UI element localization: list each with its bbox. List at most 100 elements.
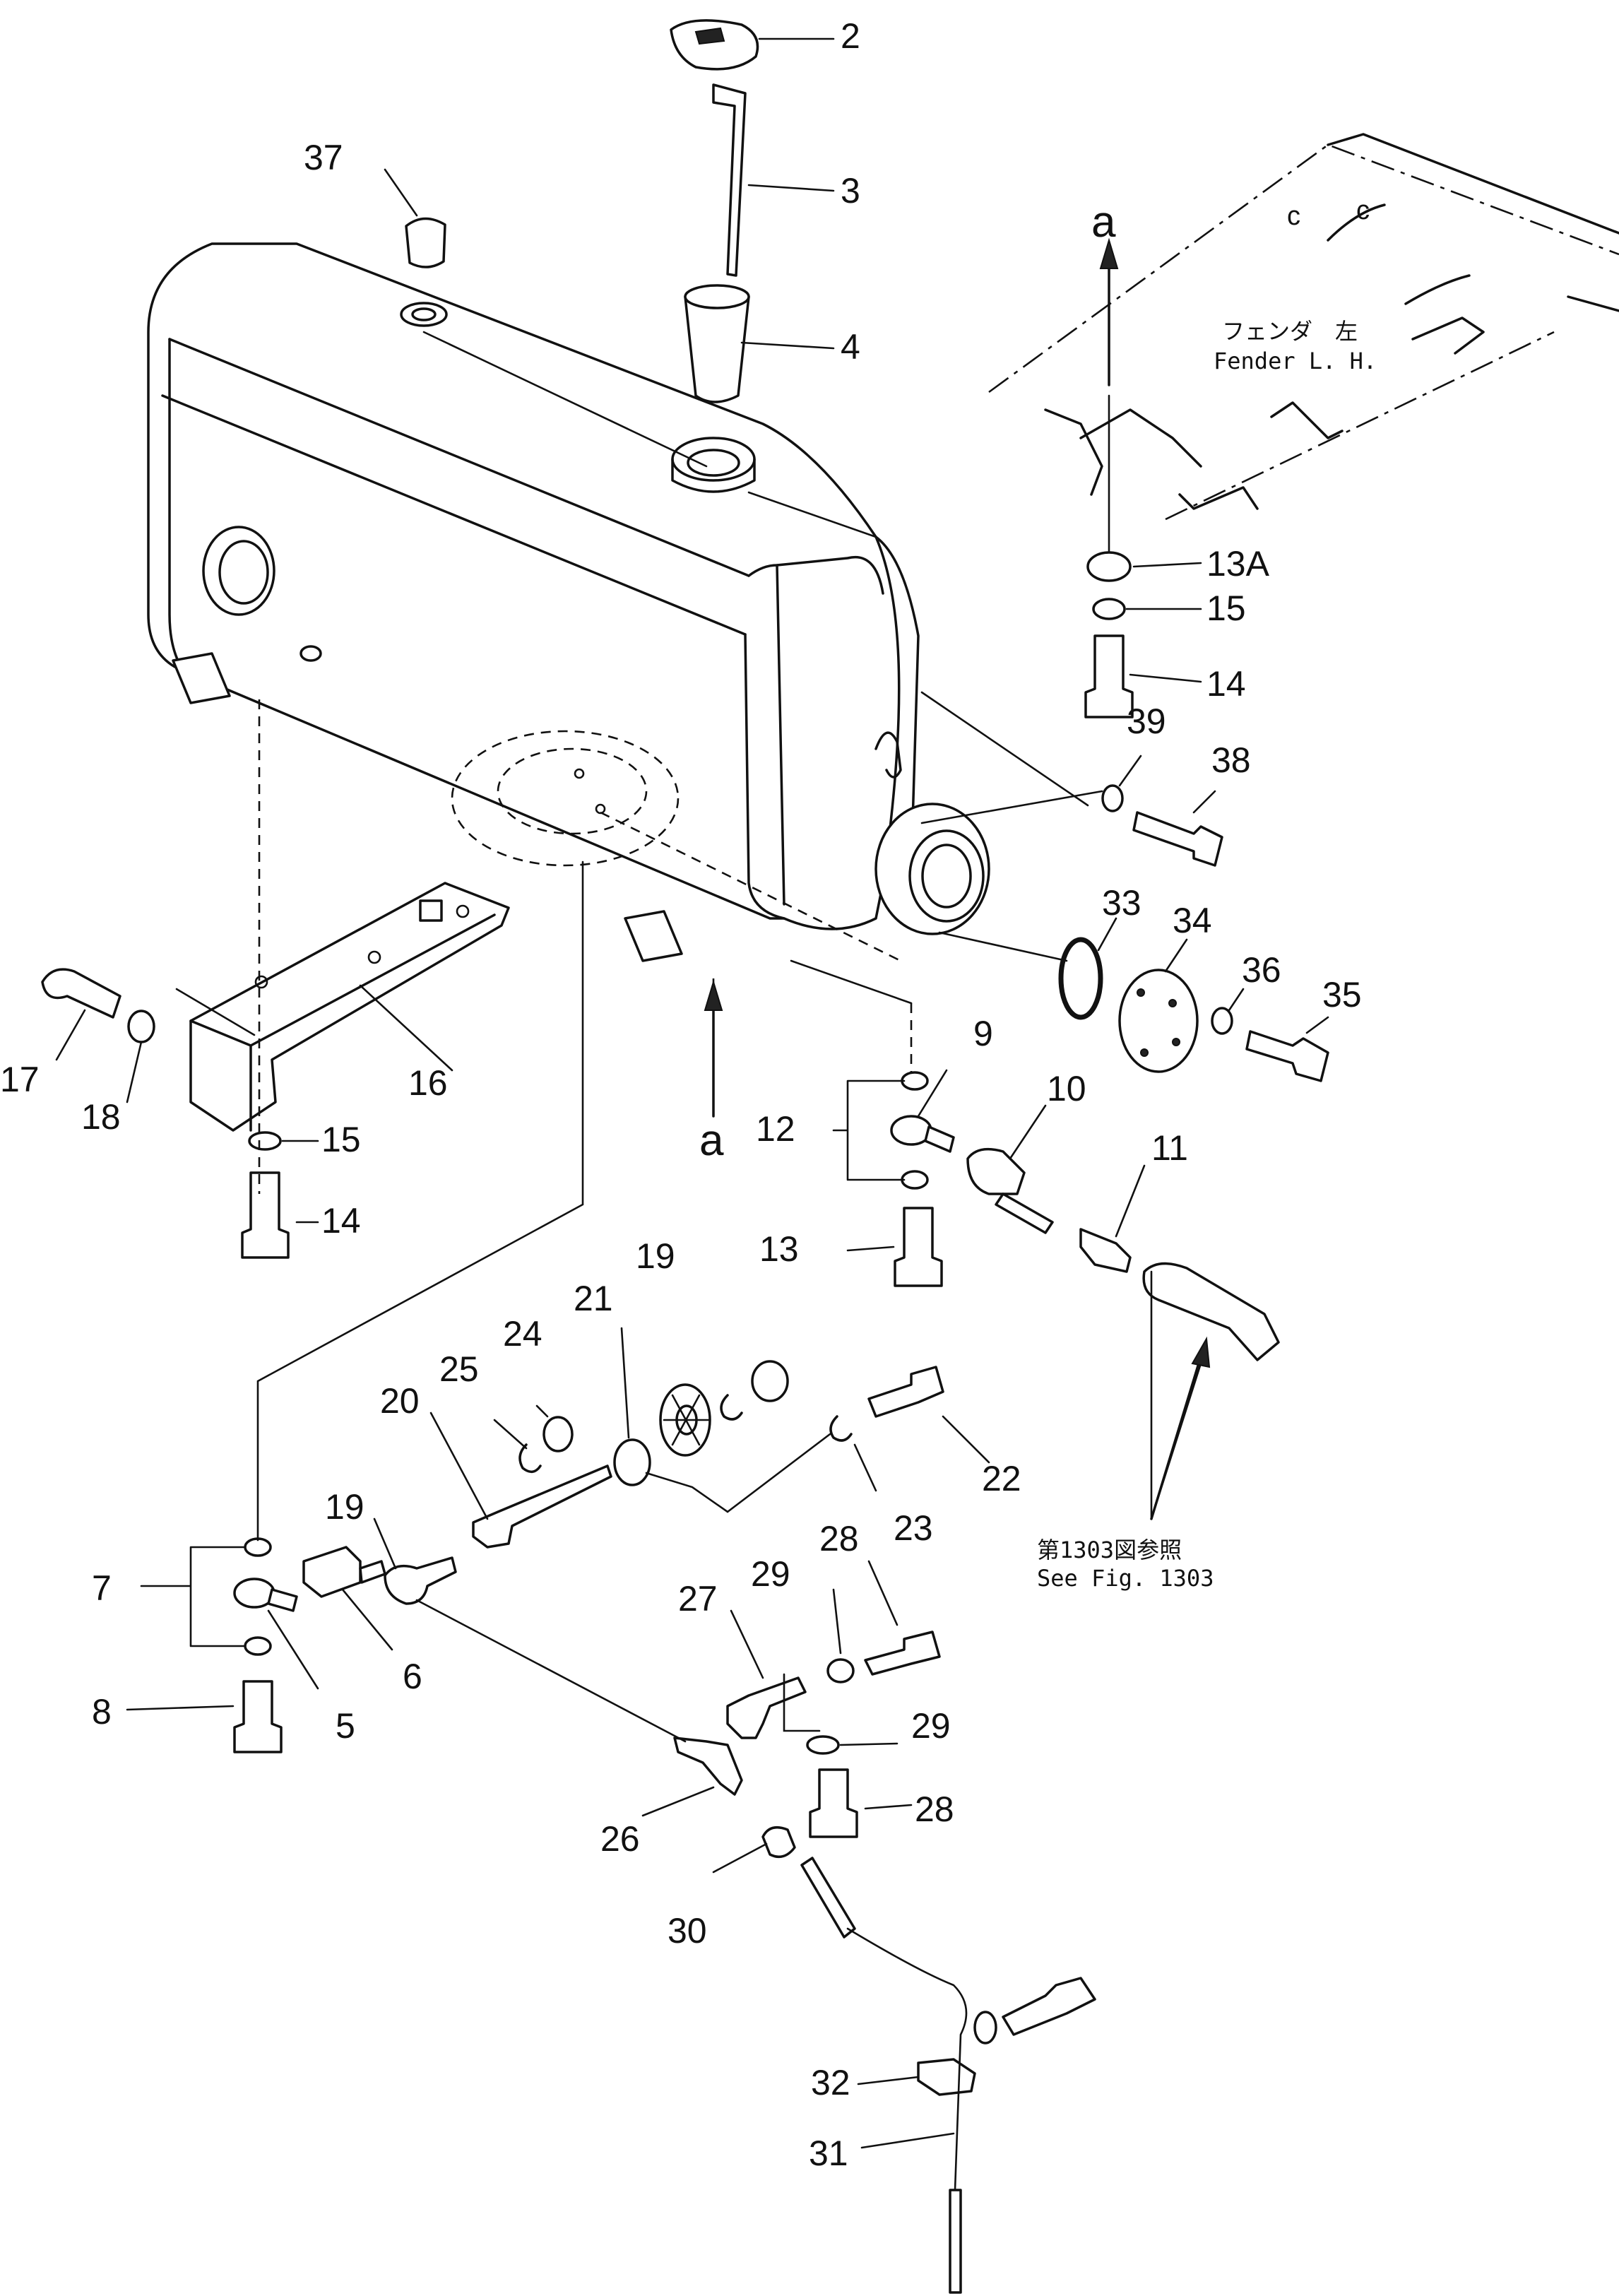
- nut-19a: [751, 1360, 789, 1402]
- callout-34: 34: [1173, 901, 1212, 940]
- callout-29a: 29: [751, 1554, 790, 1594]
- callout-35: 35: [1322, 975, 1362, 1014]
- callout-15b: 15: [321, 1120, 361, 1159]
- callout-22: 22: [982, 1459, 1021, 1498]
- level-gauge: [712, 83, 747, 277]
- washer-side: [973, 2011, 997, 2044]
- callout-3: 3: [841, 171, 860, 211]
- o-ring-7b: [244, 1636, 272, 1656]
- fig-ref-jp: 第1303図参照: [1037, 1537, 1182, 1563]
- callout-19b: 19: [325, 1487, 364, 1527]
- clip-32: [917, 2058, 976, 2096]
- callout-32: 32: [811, 2063, 850, 2102]
- bolt-35: [1245, 1030, 1329, 1082]
- strainer: [684, 284, 750, 403]
- o-ring-33: [1058, 937, 1103, 1020]
- rod-31: [949, 2189, 962, 2294]
- fender-label-en: Fender L. H.: [1214, 348, 1377, 374]
- washer-13a: [1086, 551, 1132, 582]
- fender-lh: c c: [988, 133, 1619, 521]
- figure-reference-caption: 第1303図参照 See Fig. 1303: [1037, 1537, 1214, 1592]
- callout-37: 37: [304, 138, 343, 177]
- callout-20: 20: [380, 1381, 420, 1421]
- elbow-11: [1079, 1228, 1132, 1273]
- callout-6: 6: [403, 1657, 422, 1696]
- callout-19a: 19: [636, 1236, 675, 1276]
- callout-13: 13: [759, 1229, 799, 1269]
- clamp-30: [761, 1825, 796, 1859]
- washer-18: [127, 1010, 155, 1043]
- disc-21: [613, 1438, 651, 1486]
- callout-23: 23: [894, 1508, 933, 1548]
- washer-15a: [1092, 598, 1126, 620]
- fuel-tank: [147, 242, 990, 962]
- bolt-14a: [1084, 634, 1134, 718]
- callout-21: 21: [574, 1279, 613, 1318]
- ref-marker-top: a: [1091, 198, 1116, 247]
- o-ring-12a: [901, 1071, 929, 1091]
- callout-30: 30: [668, 1911, 707, 1951]
- bracket: [189, 882, 510, 1132]
- fig-ref-en: See Fig. 1303: [1037, 1565, 1214, 1592]
- callout-24: 24: [503, 1314, 542, 1354]
- callout-36: 36: [1242, 950, 1281, 990]
- leader-lines: [55, 37, 1329, 2191]
- callout-28a: 28: [819, 1519, 859, 1558]
- callout-18: 18: [81, 1097, 121, 1137]
- washer-39: [1101, 784, 1124, 812]
- callout-14b: 14: [321, 1201, 361, 1241]
- callout-28b: 28: [915, 1789, 954, 1829]
- clip-25: [518, 1443, 542, 1473]
- arrow-fig-ref: [1150, 1336, 1211, 1520]
- washer-29b: [806, 1735, 840, 1755]
- bolt-38: [1132, 811, 1223, 867]
- callout-5: 5: [336, 1706, 355, 1746]
- clip-19a: [720, 1394, 743, 1421]
- elbow-26: [673, 1736, 743, 1796]
- clip-23: [829, 1415, 853, 1442]
- bolt-28b: [809, 1768, 858, 1838]
- bolt-8: [233, 1680, 283, 1753]
- washer-36: [1211, 1007, 1233, 1035]
- bracket-27: [726, 1676, 807, 1739]
- callout-17: 17: [0, 1060, 40, 1099]
- callout-13a: 13A: [1206, 544, 1270, 584]
- arrow-bottom: [704, 979, 723, 1118]
- rod-upper: [800, 1857, 856, 1939]
- callout-10: 10: [1047, 1069, 1086, 1108]
- o-ring-12b: [901, 1170, 929, 1190]
- callout-labels: 2 3 4 37 13A 15 14 39 38 33 34 36 35 9 1…: [0, 16, 1362, 2173]
- lever-20: [472, 1464, 612, 1549]
- fender-caption: フェンダ 左 Fender L. H.: [1214, 318, 1377, 374]
- filler-cap: [670, 19, 759, 71]
- drain-valve-10: [966, 1147, 1054, 1234]
- bolt-17: [41, 968, 121, 1019]
- callout-7: 7: [92, 1568, 112, 1608]
- wheel-19: [659, 1383, 711, 1457]
- banjo-5: [233, 1578, 298, 1612]
- o-ring-7a: [244, 1537, 272, 1557]
- block-6: [302, 1546, 386, 1598]
- bolt-22: [867, 1366, 944, 1418]
- callout-11: 11: [1151, 1128, 1188, 1168]
- ref-marker-bottom: a: [699, 1116, 724, 1165]
- callout-15a: 15: [1206, 588, 1246, 628]
- bolt-14b: [241, 1171, 290, 1259]
- callout-9: 9: [973, 1014, 993, 1053]
- callout-33: 33: [1102, 883, 1141, 923]
- callout-8: 8: [92, 1692, 112, 1732]
- washer-15b: [248, 1131, 282, 1151]
- swivel-19b: [384, 1556, 457, 1605]
- bolt-28a: [864, 1631, 941, 1676]
- callout-39: 39: [1127, 702, 1166, 741]
- callout-12: 12: [756, 1109, 795, 1149]
- callout-25: 25: [439, 1349, 479, 1389]
- callout-4: 4: [841, 327, 860, 367]
- callout-26: 26: [600, 1819, 640, 1859]
- callout-16: 16: [408, 1063, 448, 1103]
- hose-end: [1142, 1262, 1280, 1361]
- nut-24: [542, 1416, 574, 1452]
- svg-text:c: c: [1356, 196, 1370, 225]
- callout-38: 38: [1211, 740, 1251, 780]
